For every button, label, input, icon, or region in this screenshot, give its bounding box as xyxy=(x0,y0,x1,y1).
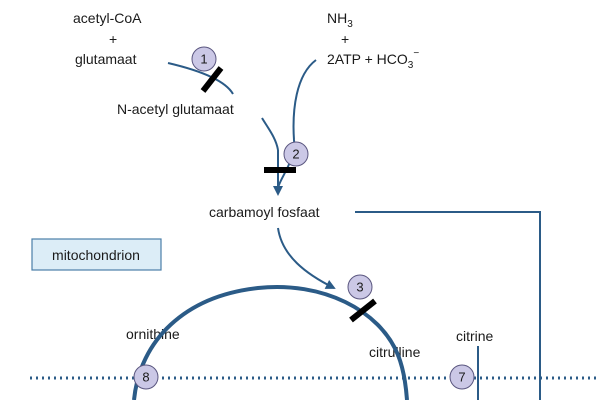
step-badge-2: 2 xyxy=(283,141,309,167)
block-bar-step-3 xyxy=(349,298,377,323)
hco3-superscript: − xyxy=(413,48,419,59)
path-nh3-to-carbamoyl xyxy=(277,59,317,189)
step-badge-8: 8 xyxy=(133,364,159,390)
hco3-subscript: 3 xyxy=(408,60,414,71)
path-nag-activation xyxy=(261,117,279,151)
nh3-text: NH xyxy=(327,10,347,26)
plus-sign-right: + xyxy=(341,31,349,47)
citrine-label: citrine xyxy=(456,328,494,344)
step-badge-1-number: 1 xyxy=(200,52,207,67)
nh3-label: NH3 xyxy=(327,10,353,30)
arrow-carbamoyl-to-citrulline xyxy=(277,227,336,289)
n-acetyl-glutamaat-label: N-acetyl glutamaat xyxy=(117,101,234,117)
step-badge-3: 3 xyxy=(347,274,373,300)
path-acetylcoa-to-nag xyxy=(167,62,234,95)
block-bar-step-1 xyxy=(200,66,224,93)
mitochondrion-box xyxy=(31,238,162,271)
acetyl-coa-label: acetyl-CoA xyxy=(73,10,142,26)
step-badge-7-number: 7 xyxy=(458,370,465,385)
plus-sign-left: + xyxy=(109,31,117,47)
step-badge-3-circle xyxy=(347,274,373,300)
step-badge-7-circle xyxy=(449,364,475,390)
step-badge-2-number: 2 xyxy=(292,147,299,162)
step-badge-8-number: 8 xyxy=(142,370,149,385)
ornithine-label: ornithine xyxy=(126,326,180,342)
step-badge-1: 1 xyxy=(191,46,217,72)
carbamoyl-fosfaat-label: carbamoyl fosfaat xyxy=(209,204,320,220)
atp-hco3-label: 2ATP + HCO3− xyxy=(327,48,419,71)
path-carbamoyl-to-cytosol xyxy=(355,211,541,400)
atp-hco3-text: 2ATP + HCO xyxy=(327,51,408,67)
step-badge-2-circle xyxy=(283,141,309,167)
ornithine-citrulline-cycle-arc xyxy=(132,285,409,400)
step-badge-1-circle xyxy=(191,46,217,72)
glutamaat-label: glutamaat xyxy=(75,51,137,67)
nh3-subscript: 3 xyxy=(347,19,353,30)
step-badge-3-number: 3 xyxy=(356,280,363,295)
step-badge-8-circle xyxy=(133,364,159,390)
step-badge-7: 7 xyxy=(449,364,475,390)
mitochondrion-label: mitochondrion xyxy=(52,247,140,263)
